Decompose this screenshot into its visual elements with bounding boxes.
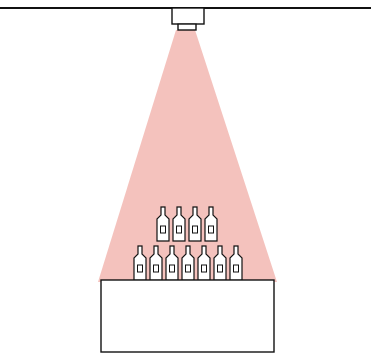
bottle-icon [156, 206, 170, 242]
bottle-icon [172, 206, 186, 242]
spotlight-icon [171, 7, 205, 31]
bottle-icon [213, 245, 227, 281]
light-beam [98, 30, 277, 282]
bottle-icon [197, 245, 211, 281]
bottle-icon [149, 245, 163, 281]
bottle-icon [204, 206, 218, 242]
bottle-icon [133, 245, 147, 281]
bottle-icon [181, 245, 195, 281]
display-stand [100, 279, 275, 353]
bottle-icon [229, 245, 243, 281]
bottle-icon [188, 206, 202, 242]
bottle-icon [165, 245, 179, 281]
bottle-group [133, 206, 243, 281]
